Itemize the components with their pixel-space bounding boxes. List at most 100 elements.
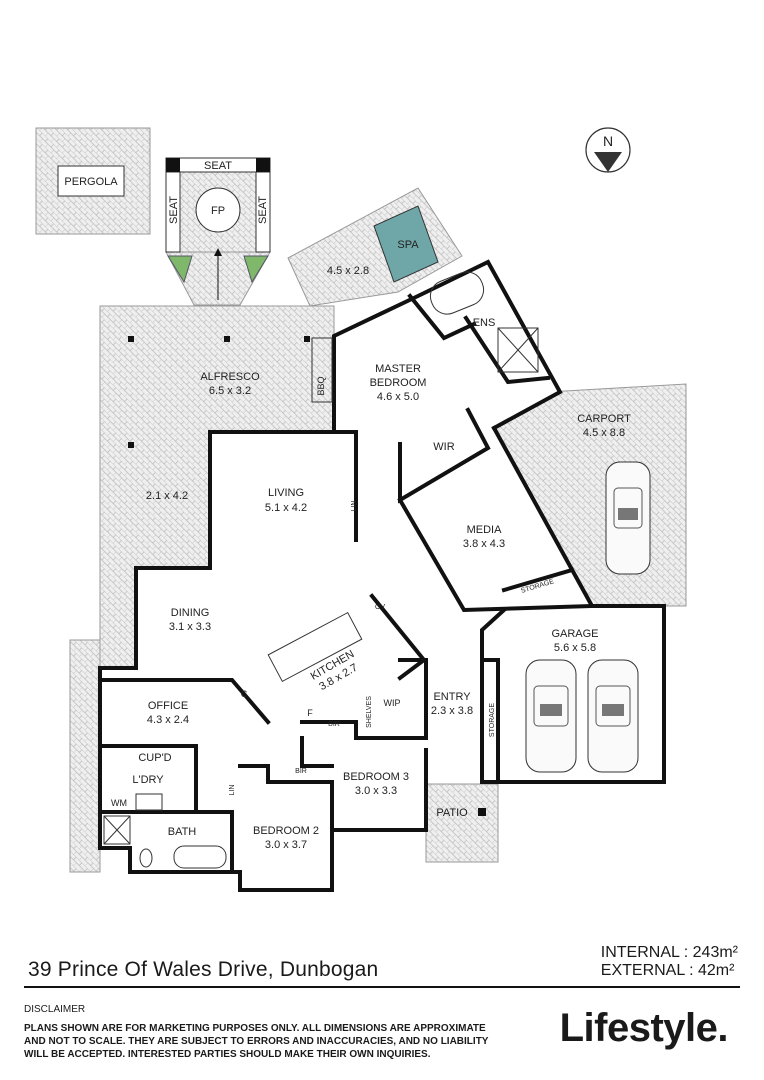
wall-master-inner (332, 430, 358, 542)
firepit-circle (195, 187, 241, 233)
wall-wir (398, 407, 491, 504)
ldry-label: L'DRY (132, 774, 164, 786)
ov-label: OV (375, 604, 385, 611)
disclaimer-text: PLANS SHOWN ARE FOR MARKETING PURPOSES O… (24, 1023, 489, 1060)
seat-corner-tl (166, 158, 180, 172)
wir-label: WIR (433, 441, 454, 453)
kitchen-island (267, 611, 363, 683)
wall-outer (98, 430, 428, 892)
alfresco-post-4 (128, 442, 134, 448)
entry-dim: 2.3 x 3.8 (431, 705, 473, 717)
property-address: 39 Prince Of Wales Drive, Dunbogan (28, 958, 379, 981)
wall-media (397, 425, 596, 613)
disclaimer-title: DISCLAIMER (24, 1004, 86, 1015)
bir-kitchen-label: BIR (328, 721, 340, 728)
wall-bed2 (238, 764, 334, 832)
footer-divider (24, 986, 740, 988)
spa-deck-dim: 4.5 x 2.8 (327, 265, 369, 277)
side-deck-dim: 2.1 x 4.2 (146, 490, 188, 502)
wall-bath (98, 810, 234, 874)
alfresco-dim: 6.5 x 3.2 (209, 385, 251, 397)
spa-tub (373, 205, 439, 283)
north-arrow (585, 127, 631, 173)
area-summary: INTERNAL : 243m² EXTERNAL : 42m² (601, 944, 738, 980)
bed3-label: BEDROOM 3 (343, 771, 409, 783)
master-label-2: BEDROOM (370, 377, 427, 389)
lin-bottom-label: LIN (229, 785, 236, 796)
house-floor (100, 262, 664, 890)
shower-ens (497, 327, 539, 373)
seat-right-label: SEAT (257, 196, 269, 224)
wall-office (98, 678, 271, 725)
internal-area: INTERNAL : 243m² (600, 944, 738, 961)
master-dim: 4.6 x 5.0 (377, 391, 419, 403)
bir-bed2-label: BIR (295, 768, 307, 775)
master-label-1: MASTER (375, 363, 421, 375)
planter-left (167, 255, 193, 284)
entry-label: ENTRY (433, 691, 471, 703)
shower-ens-x2 (497, 327, 539, 373)
carport-dim: 4.5 x 8.8 (583, 427, 625, 439)
wall-bed3 (300, 736, 334, 768)
media-label: MEDIA (467, 524, 503, 536)
shower-bath-x2 (103, 815, 131, 845)
wall-garage (480, 604, 666, 784)
bathtub-bath (173, 845, 227, 869)
patio-label: PATIO (436, 807, 468, 819)
alfresco-post-2 (224, 336, 230, 342)
lin-top-label: LIN (351, 501, 358, 512)
wip-label: WIP (384, 698, 401, 708)
cupd-label: CUP'D (138, 752, 171, 764)
shower-bath (103, 815, 131, 845)
f-label: F (307, 708, 313, 718)
c-label: C (241, 689, 248, 699)
office-label: OFFICE (148, 700, 188, 712)
living-label: LIVING (268, 487, 304, 499)
laundry-tub (135, 793, 163, 811)
ens-label: ENS (473, 317, 496, 329)
patio-post (478, 808, 486, 816)
alfresco-post-1 (128, 336, 134, 342)
dining-dim: 3.1 x 3.3 (169, 621, 211, 633)
planter-right (243, 255, 269, 284)
toilet-bath (139, 848, 153, 868)
living-dim: 5.1 x 4.2 (265, 502, 307, 514)
alfresco-post-3 (304, 336, 310, 342)
wm-label: WM (111, 798, 127, 808)
brand-logo: Lifestyle. (559, 1006, 729, 1050)
bed3-dim: 3.0 x 3.3 (355, 785, 397, 797)
pergola-label: PERGOLA (64, 176, 118, 188)
garage-car-right (587, 659, 639, 773)
bed2-dim: 3.0 x 3.7 (265, 839, 307, 851)
bbq-bench (311, 337, 333, 403)
bathtub-ens (429, 271, 485, 315)
bath-label: BATH (168, 826, 197, 838)
patio-area (425, 783, 499, 863)
carport-label: CARPORT (577, 413, 631, 425)
wall-ens (407, 293, 477, 341)
garage-label: GARAGE (551, 628, 598, 640)
bbq-label: BBQ (316, 376, 326, 395)
wall-kitchen-bench (369, 593, 427, 681)
fp-label: FP (211, 205, 225, 217)
wall-garage-inner (480, 658, 500, 784)
carport-car (605, 461, 651, 575)
north-label: N (603, 133, 613, 149)
storage-garage-label: STORAGE (489, 703, 496, 737)
garage-car-left (525, 659, 577, 773)
office-dim: 4.3 x 2.4 (147, 714, 189, 726)
wall-ens-divider (463, 315, 551, 385)
external-area: EXTERNAL : 42m² (600, 962, 735, 979)
seat-corner-tr (256, 158, 270, 172)
spa-label: SPA (397, 239, 419, 251)
alfresco-label: ALFRESCO (200, 371, 260, 383)
seat-top-label: SEAT (204, 160, 232, 172)
pergola-box (57, 165, 125, 197)
dining-label: DINING (171, 607, 210, 619)
bed2-label: BEDROOM 2 (253, 825, 319, 837)
seat-left-label: SEAT (168, 196, 180, 224)
side-paving (69, 639, 101, 873)
media-dim: 3.8 x 4.3 (463, 538, 505, 550)
shelves-label: SHELVES (366, 696, 373, 728)
